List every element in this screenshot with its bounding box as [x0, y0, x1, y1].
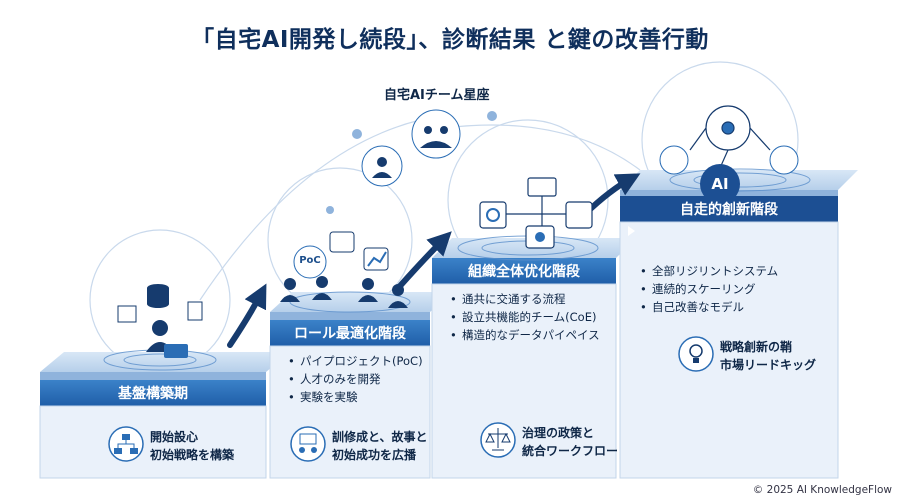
stage-3-bottom-text: 治理の政策と 統合ワークフロー — [522, 426, 619, 458]
list-item: 全部リジリントシステム — [640, 262, 778, 280]
stage-4-label: 自走的創新階段 — [680, 202, 778, 218]
copyright: © 2025 AI KnowledgeFlow — [752, 484, 892, 496]
stage-1-block — [39, 352, 290, 479]
document-icon — [187, 301, 203, 321]
stage-3-label: 組織全体优化階段 — [468, 264, 580, 280]
stage-1-label: 基盤構築期 — [118, 386, 188, 402]
stage-3-bullets: 通共に交通する流程 設立共機能的チーム(CoE) 構造的なデータパイペイス — [450, 290, 600, 344]
list-item: パイプロジェクト(PoC) — [288, 352, 423, 370]
org-chart-icon — [108, 426, 144, 462]
cloud-icon — [535, 232, 545, 242]
stage-4-bullets: 全部リジリントシステム 連続的スケーリング 自己改善なモデル — [640, 262, 778, 316]
list-item: 自己改善なモデル — [640, 298, 778, 316]
network-node-icon — [659, 145, 689, 175]
database-icon — [147, 284, 169, 308]
ai-badge-label: AI — [711, 175, 729, 193]
ai-badge — [700, 164, 740, 204]
list-item: 設立共機能的チーム(CoE) — [450, 308, 600, 326]
training-icon — [290, 426, 326, 462]
stage-2-bullets: パイプロジェクト(PoC) 人才のみを開発 実験を実験 — [288, 352, 423, 406]
list-item: 連続的スケーリング — [640, 280, 778, 298]
team-meeting-icon — [280, 276, 408, 308]
chevron-right-icons — [256, 226, 635, 340]
stage-2-label: ロール最適化階段 — [294, 326, 406, 342]
poc-badge — [293, 245, 327, 279]
list-item: 人才のみを開発 — [288, 370, 423, 388]
stage-4-bottom-text: 戦略創新の鞘 市場リードキッグ — [720, 340, 817, 372]
person-laptop-icon — [146, 320, 188, 358]
stage-2-bottom-text: 訓修成と、故事と 初始成功を広播 — [332, 430, 428, 462]
team-constellation — [326, 109, 497, 214]
page-title: 「自宅AI開発し続段」、診断結果 と鍵の改善行動 — [191, 27, 709, 53]
poc-badge-label: PoC — [299, 255, 321, 266]
list-item: 構造的なデータパイペイス — [450, 326, 600, 344]
list-item: 実験を実験 — [288, 388, 423, 406]
workflow-diagram — [479, 177, 593, 249]
lightbulb-icon — [678, 336, 714, 372]
ai-network-icon — [689, 105, 771, 169]
brain-icon — [769, 145, 799, 175]
folder-icon — [117, 305, 137, 323]
list-item: 通共に交通する流程 — [450, 290, 600, 308]
stage-1-bottom-text: 開始設心 初始戦略を構築 — [150, 430, 235, 462]
constellation-label: 自宅AIチーム星座 — [384, 88, 490, 103]
scales-icon — [480, 422, 516, 458]
team-icon — [329, 231, 355, 253]
gear-icon — [486, 208, 500, 222]
